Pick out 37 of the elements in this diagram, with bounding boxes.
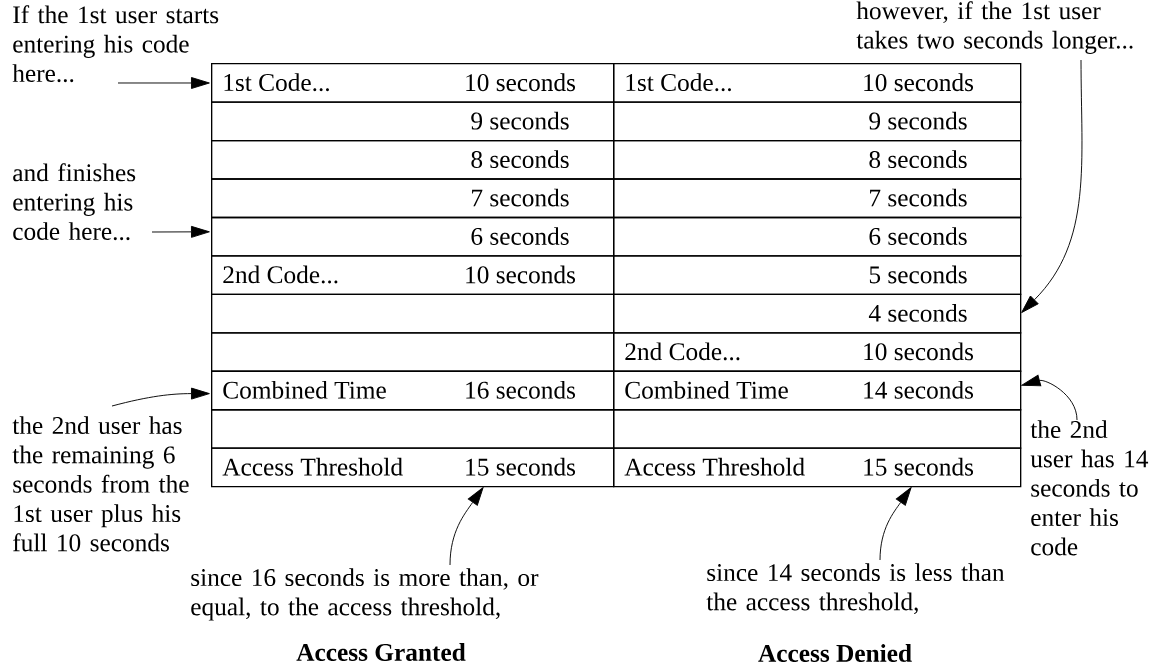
table-cell: 7 seconds (211, 178, 615, 219)
table-cell: 4 seconds (613, 293, 1022, 334)
table-cell (211, 293, 615, 334)
annotation-text: since 14 seconds is less than the access threshold, (706, 563, 1005, 615)
table-cell: Combined Time 14 seconds (613, 370, 1022, 411)
table-cell: 1st Code... 10 seconds (211, 63, 615, 103)
result-label: Access Granted (296, 643, 466, 661)
arrow (1021, 374, 1078, 421)
arrow (1021, 59, 1083, 313)
annotation-text: and finishes entering his code here... (13, 163, 136, 241)
arrow (879, 487, 912, 561)
table-cell: 5 seconds (613, 255, 1022, 296)
table-cell: 9 seconds (211, 101, 615, 142)
table-cell: 7 seconds (613, 178, 1022, 219)
table-cell: Access Threshold 15 seconds (613, 447, 1022, 488)
table-cell: Combined Time 16 seconds (211, 370, 615, 411)
table-cell: 8 seconds (211, 139, 615, 180)
table-cell (211, 332, 615, 372)
table-cell: 6 seconds (613, 216, 1022, 257)
table-cell: 6 seconds (211, 216, 615, 257)
table-cell (613, 409, 1022, 449)
table-cell: 2nd Code... 10 seconds (613, 332, 1022, 372)
table-cell: 2nd Code... 10 seconds (211, 255, 615, 296)
arrow (117, 77, 210, 89)
annotation-text: however, if the 1st user takes two seconds longer... (856, 1, 1133, 54)
table-cell: 1st Code... 10 seconds (613, 63, 1022, 103)
annotation-text: the 2nd user has the remaining 6 seconds from the 1st user plus his full 10 seconds (12, 416, 189, 552)
arrow (449, 487, 484, 566)
annotation-text: the 2nd user has 14 seconds to enter his code (1030, 420, 1149, 556)
arrow (151, 225, 210, 238)
table-cell (211, 409, 615, 449)
table-cell: Access Threshold 15 seconds (211, 447, 615, 488)
annotation-text: since 16 seconds is more than, or equal, to the access threshold, (191, 568, 539, 621)
arrow (111, 387, 210, 407)
table-cell: 9 seconds (613, 101, 1022, 142)
table-cell: 8 seconds (613, 139, 1022, 180)
result-label: Access Denied (758, 644, 912, 662)
